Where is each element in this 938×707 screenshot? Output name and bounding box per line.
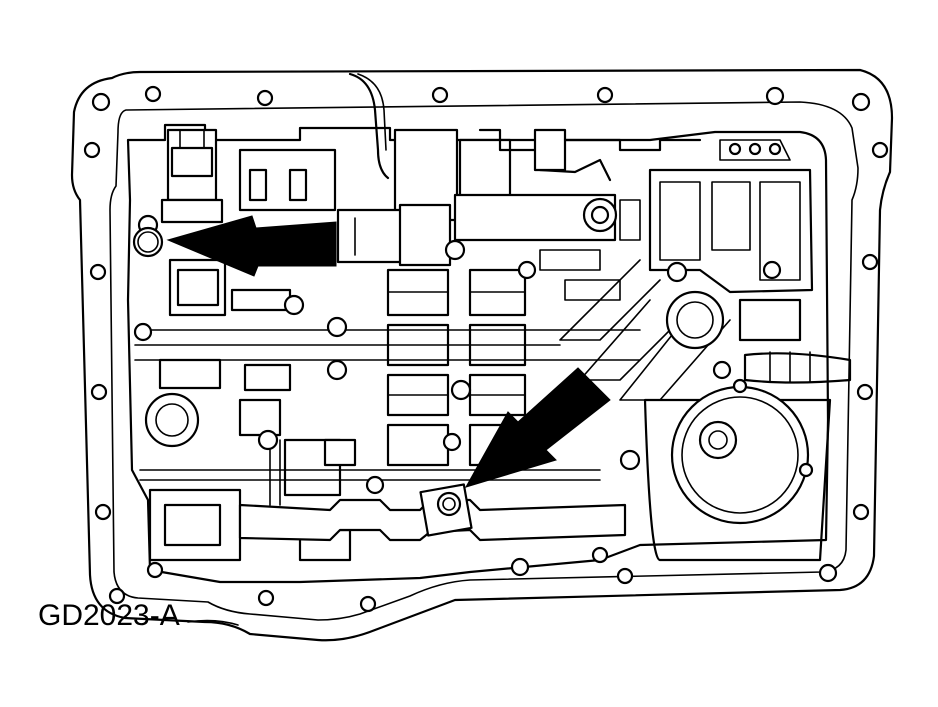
- spool-bores: [283, 268, 527, 497]
- gasket-inner-outline: [109, 101, 859, 621]
- bolt-left: [132, 226, 164, 258]
- figure-label: GD2023-A: [38, 599, 180, 632]
- left-spools: [144, 258, 357, 562]
- right-accumulator: [665, 290, 852, 384]
- valve-body-outline: [126, 123, 830, 584]
- solenoid-connector: [160, 128, 224, 224]
- callout-arrow-right: [464, 367, 611, 488]
- right-lattice: [539, 139, 814, 401]
- left-bore: [336, 203, 452, 267]
- wire-harness: [348, 72, 390, 180]
- perimeter-bolt-holes: [83, 85, 889, 613]
- callout-arrow-left: [166, 215, 337, 277]
- valve-body-bolt-holes: [133, 214, 782, 579]
- case-outline: [70, 68, 894, 642]
- wire-harness-2: [357, 73, 387, 151]
- upper-housings: [238, 128, 702, 242]
- label-leader-line: [187, 619, 239, 626]
- pump-cover: [643, 378, 832, 562]
- bolt-right: [419, 483, 473, 537]
